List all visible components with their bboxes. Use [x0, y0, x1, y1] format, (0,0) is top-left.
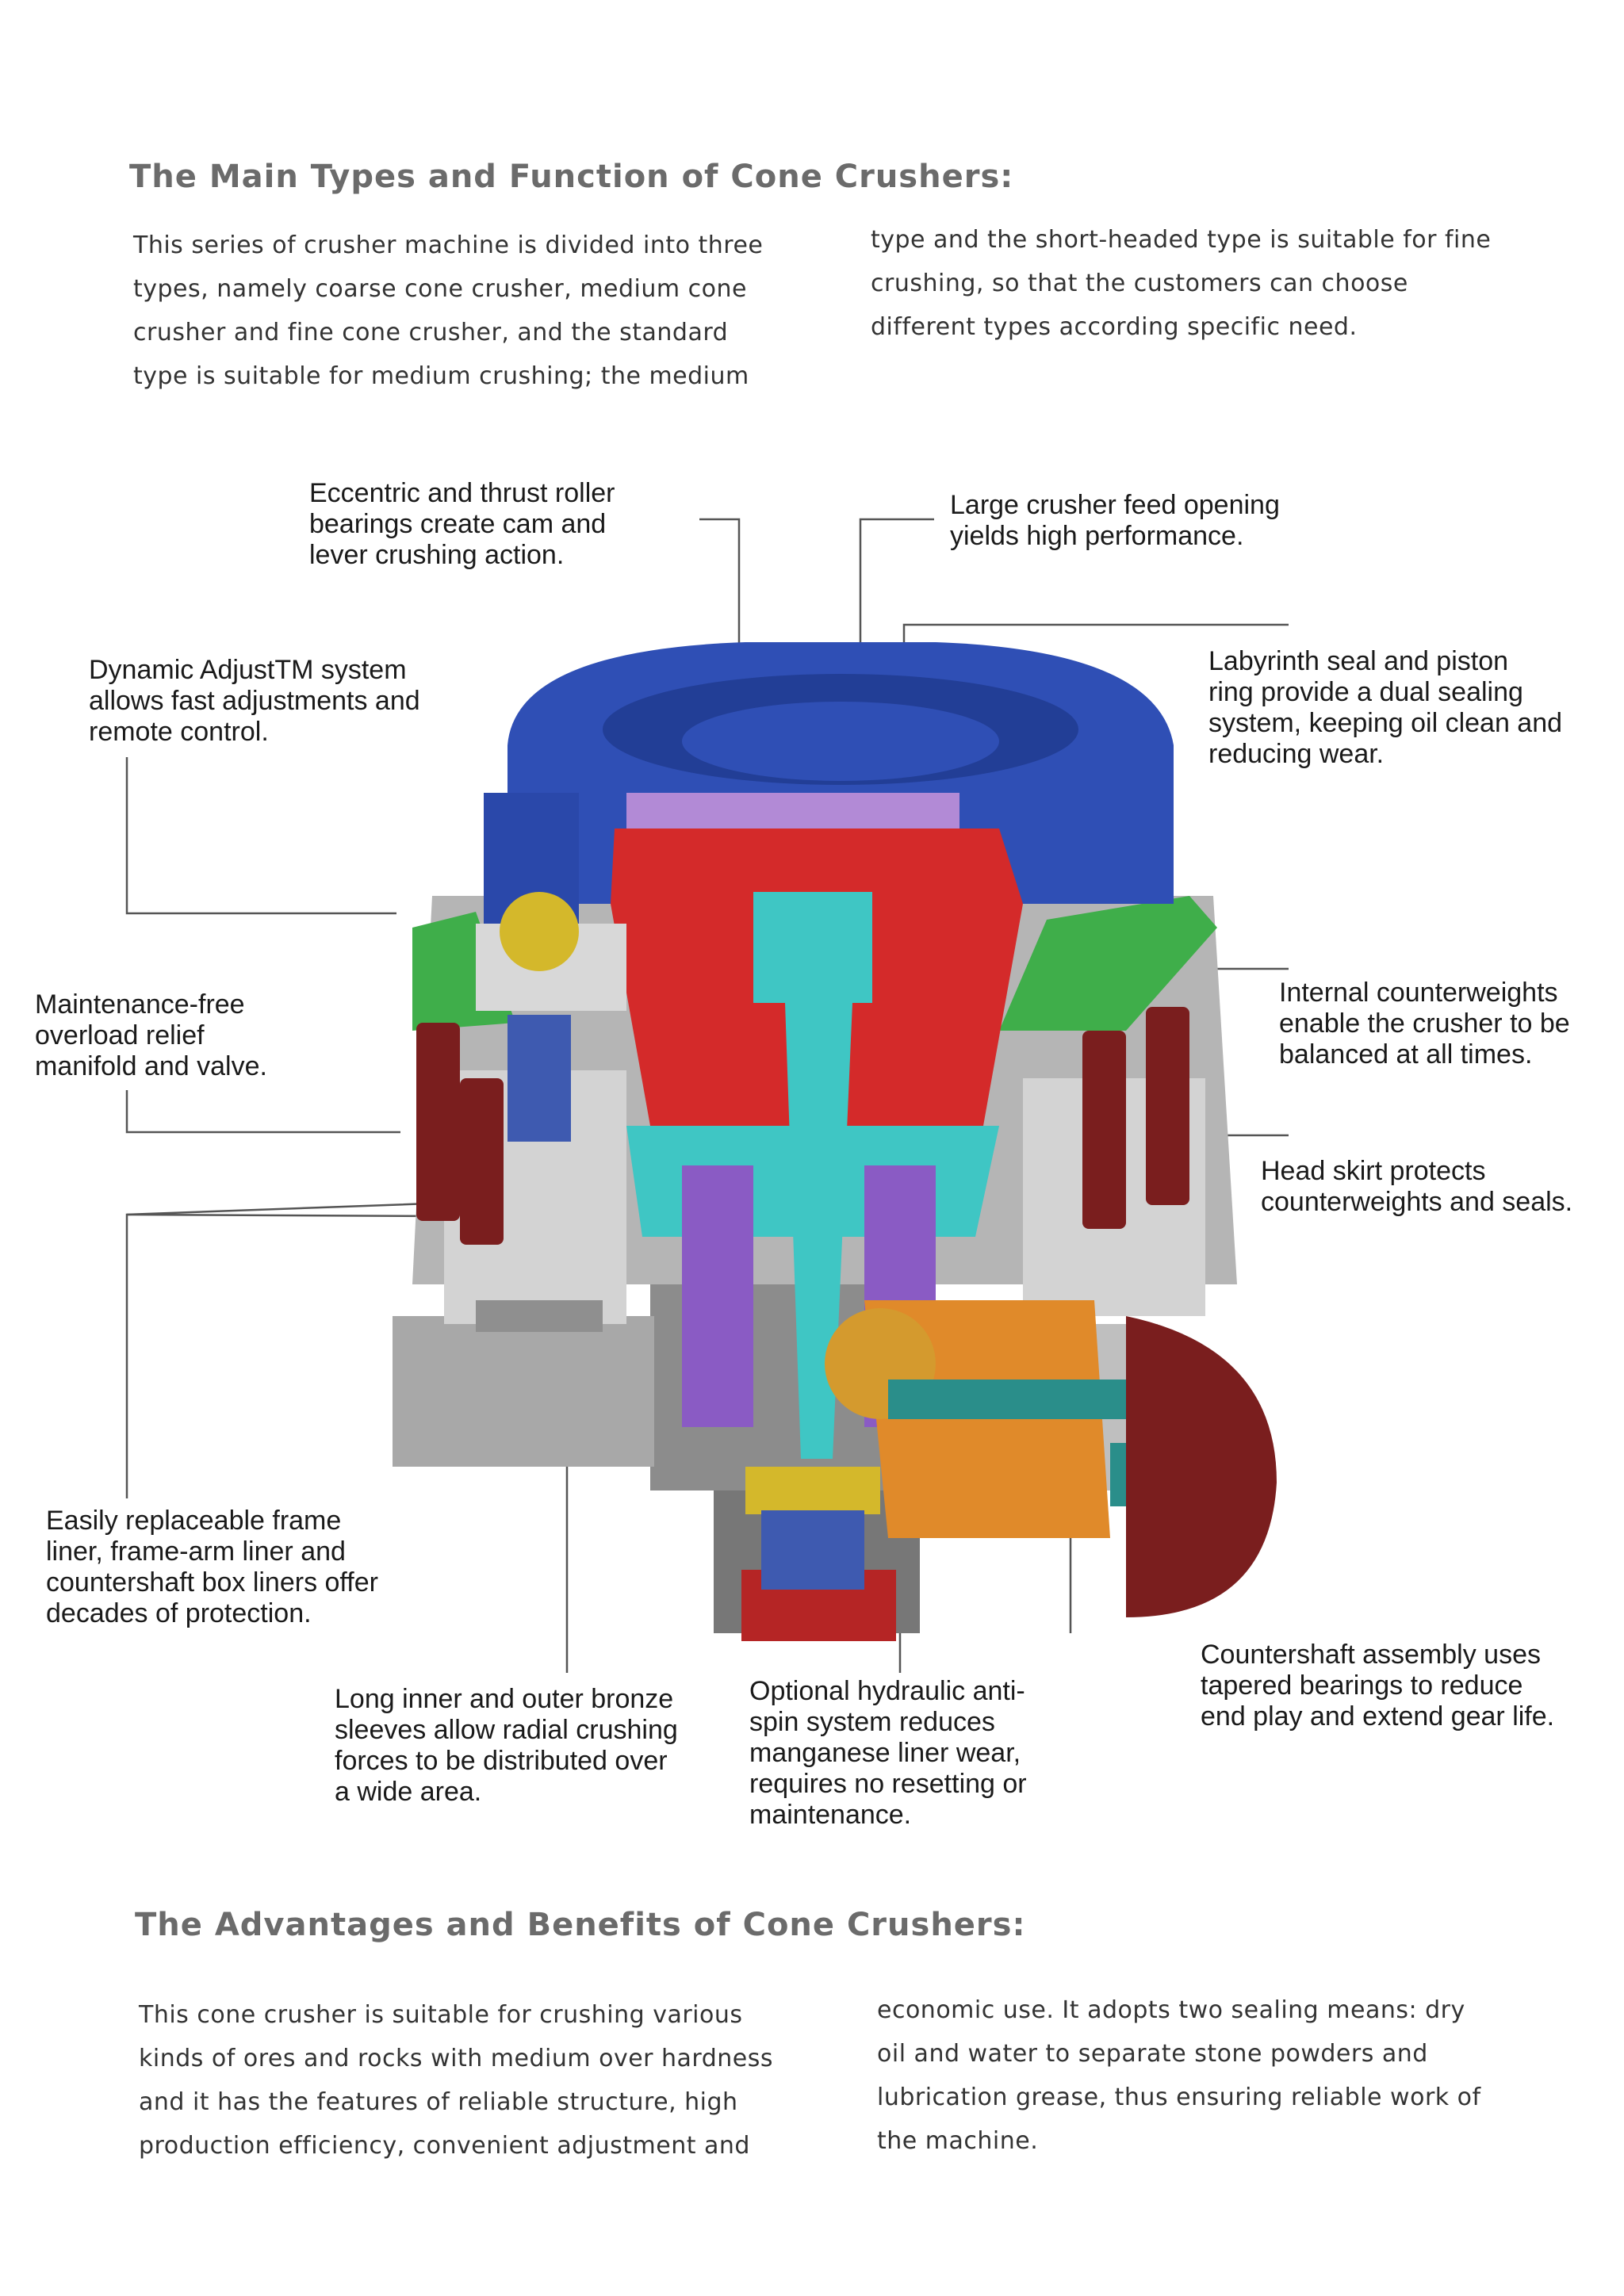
section-1-paragraph-col-1: This series of crusher machine is divide… — [133, 232, 764, 390]
hydraulic-cylinders-right — [1082, 1007, 1189, 1229]
anti-spin-unit — [745, 1467, 880, 1590]
adjust-motor — [476, 892, 626, 1142]
section-2-paragraph-col-1: This cone crusher is suitable for crushi… — [139, 2001, 774, 2160]
callout-replaceable-liners: Easily replaceable frame liner, frame-ar… — [46, 1506, 378, 1628]
callout-anti-spin: Optional hydraulic anti- spin system red… — [749, 1676, 1027, 1830]
callout-eccentric-bearings: Eccentric and thrust roller bearings cre… — [309, 478, 615, 570]
section-1-paragraph-col-2: type and the short-headed type is suitab… — [871, 226, 1492, 341]
callout-bronze-sleeves: Long inner and outer bronze sleeves allo… — [335, 1684, 678, 1807]
section-2-paragraph-col-2: economic use. It adopts two sealing mean… — [877, 1996, 1481, 2155]
callout-labyrinth-seal: Labyrinth seal and piston ring provide a… — [1208, 646, 1563, 769]
callout-feed-opening: Large crusher feed opening yields high p… — [950, 490, 1280, 551]
callout-dynamic-adjust: Dynamic AdjustTM system allows fast adju… — [89, 655, 420, 747]
callout-head-skirt: Head skirt protects counterweights and s… — [1261, 1156, 1573, 1217]
callout-countershaft: Countershaft assembly uses tapered beari… — [1201, 1640, 1555, 1732]
hydraulic-cylinders-left — [416, 1023, 504, 1245]
green-bracket-right — [999, 896, 1217, 1031]
countershaft-pulley — [1126, 1316, 1277, 1617]
callout-overload-relief: Maintenance-free overload relief manifol… — [35, 989, 267, 1081]
section-2-title: The Advantages and Benefits of Cone Crus… — [135, 1907, 1026, 1943]
adjustment-ring-purple — [626, 793, 959, 828]
callout-internal-counterweights: Internal counterweights enable the crush… — [1279, 978, 1570, 1070]
section-1-title: The Main Types and Function of Cone Crus… — [129, 159, 1014, 195]
